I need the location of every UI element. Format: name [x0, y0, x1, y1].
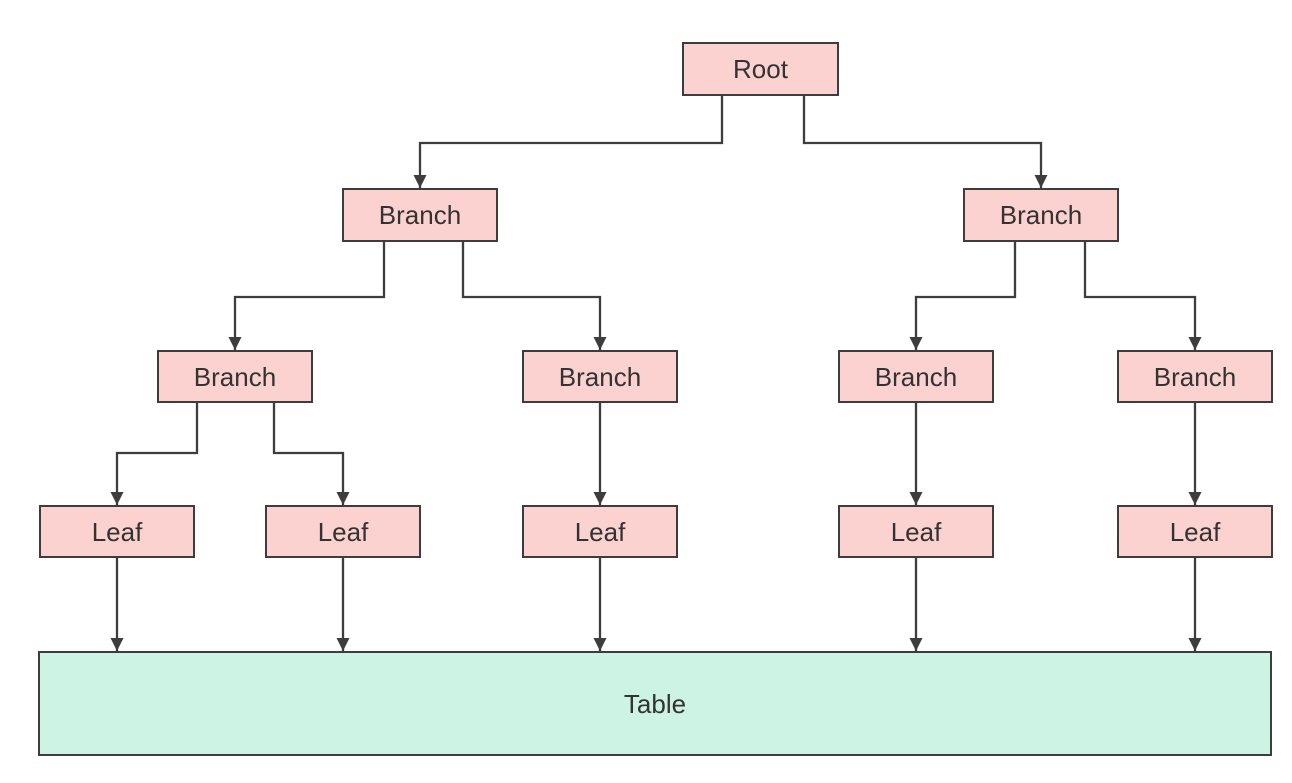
- edge-branchLL-leaf2: [272, 403, 350, 505]
- node-branch-right: Branch: [963, 188, 1119, 242]
- node-root: Root: [682, 42, 839, 96]
- edge-branchR-branchRR: [1083, 242, 1202, 350]
- node-branch-right-left: Branch: [838, 350, 994, 403]
- node-leaf-1: Leaf: [39, 505, 195, 558]
- edge-branchL-branchLR: [461, 242, 607, 350]
- node-branch-left: Branch: [342, 188, 498, 242]
- node-leaf-5: Leaf: [1117, 505, 1273, 558]
- edge-branchL-branchLL: [228, 242, 386, 350]
- node-branch-left-left: Branch: [157, 350, 313, 403]
- node-leaf-3: Leaf: [522, 505, 678, 558]
- node-leaf-4: Leaf: [838, 505, 994, 558]
- node-branch-left-right: Branch: [522, 350, 678, 403]
- edge-root-branch-right: [802, 96, 1048, 188]
- node-leaf-2: Leaf: [265, 505, 421, 558]
- edge-root-branch-left: [413, 96, 724, 188]
- node-table: Table: [38, 651, 1272, 756]
- node-branch-right-right: Branch: [1117, 350, 1273, 403]
- edge-branchR-branchRL: [909, 242, 1017, 350]
- edge-branchLL-leaf1: [110, 403, 199, 505]
